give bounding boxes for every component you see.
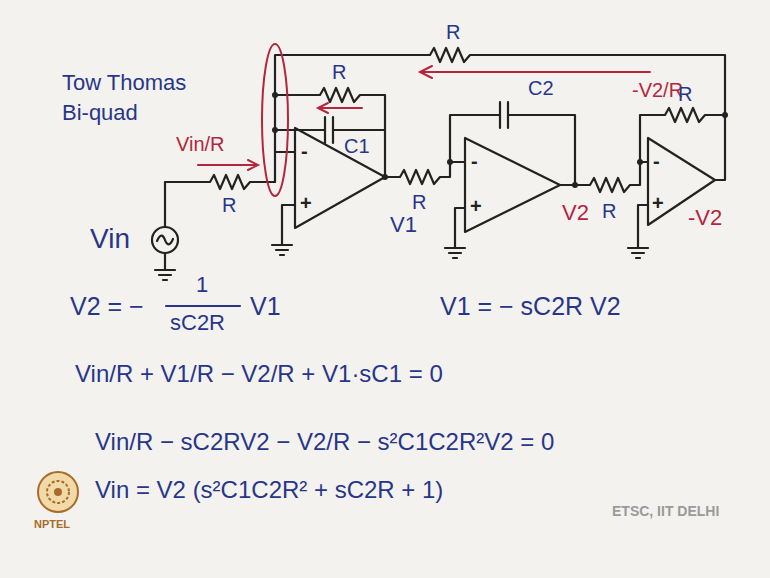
wire	[638, 205, 648, 248]
logo-ring	[47, 481, 69, 503]
resistor-symbol	[275, 88, 385, 177]
current-arrow	[420, 66, 650, 78]
logo-ring	[54, 488, 62, 496]
wire	[164, 253, 166, 270]
opamp-symbol	[465, 138, 560, 232]
ground-symbol	[272, 245, 292, 255]
node-label: V2	[562, 200, 589, 226]
equation-text: sC2R	[170, 310, 225, 336]
component-label: R	[332, 60, 346, 84]
watermark: ETSC, IIT DELHI	[612, 503, 719, 520]
capacitor-wire	[450, 115, 575, 185]
resistor-symbol	[575, 162, 648, 192]
source-symbol	[152, 227, 178, 253]
junction-dot	[572, 182, 578, 188]
diagram-title: Tow Thomas Bi-quad	[62, 68, 202, 127]
pin-sign: +	[300, 191, 312, 215]
node-label: -V2	[688, 205, 722, 231]
equation-text: 1	[196, 272, 208, 298]
junction-dot	[272, 92, 278, 98]
current-arrow	[318, 103, 362, 113]
equation-text: V1	[250, 291, 281, 321]
watermark: NPTEL	[34, 518, 70, 531]
wire	[275, 151, 295, 153]
ground-symbol	[155, 270, 175, 280]
component-label: C1	[344, 134, 370, 158]
capacitor-symbol	[500, 102, 508, 128]
pin-sign: -	[653, 149, 660, 173]
equation-text: V1 = − sC2R V2	[440, 291, 621, 321]
equation-text: Vin/R − sC2RV2 − V2/R − s²C1C2R²V2 = 0	[95, 428, 554, 457]
component-label: C2	[528, 76, 554, 100]
equation-text: V2 = −	[70, 291, 144, 321]
junction-dot	[637, 159, 643, 165]
source-label: Vin	[90, 222, 130, 256]
logo-ring	[38, 472, 78, 512]
capacitor-wire	[275, 129, 385, 131]
node-label: V1	[390, 212, 417, 238]
wire	[455, 208, 465, 248]
ground-symbol	[628, 248, 648, 258]
source-symbol	[157, 236, 173, 245]
component-label: R	[222, 193, 236, 217]
current-label: Vin/R	[176, 132, 225, 156]
current-label: -V2/R	[632, 78, 683, 102]
junction-dot	[382, 174, 388, 180]
component-label: R	[446, 20, 460, 44]
resistor-symbol	[165, 175, 275, 227]
component-label: R	[678, 82, 692, 106]
capacitor-symbol	[325, 117, 333, 143]
resistor-symbol	[385, 162, 465, 184]
component-label: R	[412, 190, 426, 214]
ground-symbol	[445, 248, 465, 258]
wire	[282, 205, 295, 245]
nptel-logo	[38, 472, 78, 512]
junction-dot	[447, 159, 453, 165]
highlight-ellipse	[262, 44, 288, 196]
pin-sign: +	[470, 194, 482, 218]
pin-sign: +	[652, 191, 664, 215]
opamp-symbol	[295, 128, 385, 228]
current-arrow	[198, 160, 258, 170]
pin-sign: -	[471, 149, 478, 173]
resistor-symbol	[640, 108, 725, 162]
junction-dot	[722, 112, 728, 118]
junction-dot	[272, 127, 278, 133]
equation-text: Vin/R + V1/R − V2/R + V1·sC1 = 0	[75, 360, 443, 389]
component-label: R	[602, 199, 616, 223]
feedback-wire	[275, 48, 725, 182]
equation-text: Vin = V2 (s²C1C2R² + sC2R + 1)	[95, 476, 443, 505]
pin-sign: -	[301, 139, 308, 163]
fraction-bar	[166, 305, 240, 307]
